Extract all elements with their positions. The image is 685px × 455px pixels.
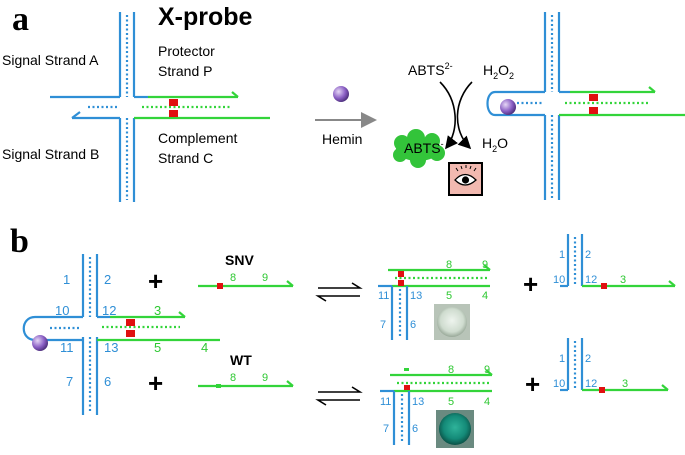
page-title: X-probe bbox=[158, 3, 253, 31]
snv-product-complex bbox=[378, 264, 491, 340]
wt-product-label-8: 8 bbox=[448, 364, 454, 376]
wt-product-complex bbox=[380, 368, 493, 445]
snv-product-label-7: 7 bbox=[380, 319, 386, 331]
wt-leftover-label-10: 10 bbox=[553, 378, 565, 390]
mismatch-marker-b-bottom bbox=[126, 330, 135, 337]
signal-strand-b-label: Signal Strand B bbox=[2, 146, 99, 162]
plus-sign-wt-product: + bbox=[525, 369, 540, 399]
domain-label-11: 11 bbox=[60, 340, 74, 355]
snv-product-label-5: 5 bbox=[446, 290, 452, 302]
protector-label-line1: Protector bbox=[158, 43, 215, 59]
hemin-sphere-icon bbox=[333, 86, 349, 102]
wt-leftover-label-2: 2 bbox=[585, 353, 591, 365]
hemin-bound-x-probe bbox=[486, 12, 685, 200]
snv-leftover-label-2: 2 bbox=[585, 249, 591, 261]
abts-cloud-icon bbox=[393, 129, 445, 168]
mismatch-marker-b-top bbox=[126, 319, 135, 326]
wt-well-image bbox=[436, 410, 474, 448]
snv-label-9: 9 bbox=[262, 272, 268, 284]
snv-mutation-marker bbox=[217, 283, 223, 289]
wt-product-label-5: 5 bbox=[448, 396, 454, 408]
abts-oxidized-label: ABTS- bbox=[404, 139, 444, 156]
wt-label-9: 9 bbox=[262, 372, 268, 384]
snv-label: SNV bbox=[225, 252, 254, 268]
snv-target-strand bbox=[198, 280, 294, 289]
domain-label-4: 4 bbox=[201, 340, 208, 355]
wt-leftover-label-12: 12 bbox=[585, 378, 597, 390]
domain-label-12: 12 bbox=[102, 303, 116, 318]
snv-leftover-mutation bbox=[601, 283, 607, 289]
mismatch-marker-top bbox=[169, 99, 178, 106]
snv-label-8: 8 bbox=[230, 272, 236, 284]
wt-label: WT bbox=[230, 352, 252, 368]
wt-target-strand bbox=[198, 380, 294, 388]
wt-leftover-mutation bbox=[599, 387, 605, 393]
wt-product-label-13: 13 bbox=[412, 396, 424, 408]
hemin-sphere-icon-bound bbox=[500, 99, 516, 115]
snv-product-label-6: 6 bbox=[410, 319, 416, 331]
hemin-sphere-icon-b bbox=[32, 335, 48, 351]
wt-base-marker bbox=[216, 384, 221, 388]
wt-product-label-7: 7 bbox=[383, 423, 389, 435]
snv-leftover-label-10: 10 bbox=[553, 274, 565, 286]
domain-label-3: 3 bbox=[154, 303, 161, 318]
x-probe-structure bbox=[50, 12, 270, 202]
h2o2-label: H2O2 bbox=[483, 62, 514, 81]
snv-leftover-label-12: 12 bbox=[585, 274, 597, 286]
plus-sign-snv-product: + bbox=[523, 269, 538, 299]
wt-product-bulge bbox=[404, 368, 409, 371]
snv-product-mismatch-bottom bbox=[398, 280, 404, 286]
wt-leftover-label-3: 3 bbox=[622, 378, 628, 390]
snv-well-image bbox=[434, 304, 470, 340]
domain-label-10: 10 bbox=[55, 303, 69, 318]
reaction-curve-left bbox=[439, 81, 458, 150]
wt-product-mismatch bbox=[404, 385, 410, 390]
panel-b-x-probe bbox=[22, 254, 220, 415]
wt-label-8: 8 bbox=[230, 372, 236, 384]
complement-label-line1: Complement bbox=[158, 130, 237, 146]
mismatch-marker-bottom bbox=[169, 110, 178, 117]
wt-product-label-11: 11 bbox=[380, 396, 391, 408]
protector-label-line2: Strand P bbox=[158, 63, 212, 79]
snv-product-mismatch-top bbox=[398, 271, 404, 277]
domain-label-7: 7 bbox=[66, 374, 73, 389]
domain-label-6: 6 bbox=[104, 374, 111, 389]
plus-sign-snv: + bbox=[148, 266, 163, 296]
snv-leftover-strand bbox=[560, 234, 676, 289]
wt-product-label-6: 6 bbox=[412, 423, 418, 435]
abts-reduced-label: ABTS2- bbox=[408, 61, 453, 78]
reaction-curve-right bbox=[456, 81, 473, 150]
mismatch-marker-bound-bottom bbox=[589, 107, 598, 114]
wt-leftover-label-1: 1 bbox=[559, 353, 565, 365]
domain-label-2: 2 bbox=[104, 272, 111, 287]
equilibrium-arrows-icon bbox=[315, 282, 363, 406]
eye-icon bbox=[448, 162, 483, 196]
snv-product-label-8: 8 bbox=[446, 259, 452, 271]
mismatch-marker-bound-top bbox=[589, 94, 598, 101]
snv-leftover-label-3: 3 bbox=[620, 274, 626, 286]
snv-product-label-4: 4 bbox=[482, 290, 488, 302]
complement-label-line2: Strand C bbox=[158, 150, 213, 166]
panel-b-letter: b bbox=[10, 223, 29, 260]
domain-label-5: 5 bbox=[154, 340, 161, 355]
wt-product-label-9: 9 bbox=[484, 364, 490, 376]
snv-product-label-13: 13 bbox=[410, 290, 422, 302]
snv-leftover-label-1: 1 bbox=[559, 249, 565, 261]
panel-a-letter: a bbox=[12, 1, 29, 38]
domain-label-13: 13 bbox=[104, 340, 118, 355]
wt-leftover-strand bbox=[560, 338, 669, 393]
hemin-label: Hemin bbox=[322, 131, 362, 147]
h2o-label: H2O bbox=[482, 135, 508, 154]
snv-product-label-9: 9 bbox=[482, 259, 488, 271]
wt-product-label-4: 4 bbox=[484, 396, 490, 408]
domain-label-1: 1 bbox=[63, 272, 70, 287]
signal-strand-a-label: Signal Strand A bbox=[2, 52, 99, 68]
snv-product-label-11: 11 bbox=[378, 290, 389, 302]
plus-sign-wt: + bbox=[148, 368, 163, 398]
